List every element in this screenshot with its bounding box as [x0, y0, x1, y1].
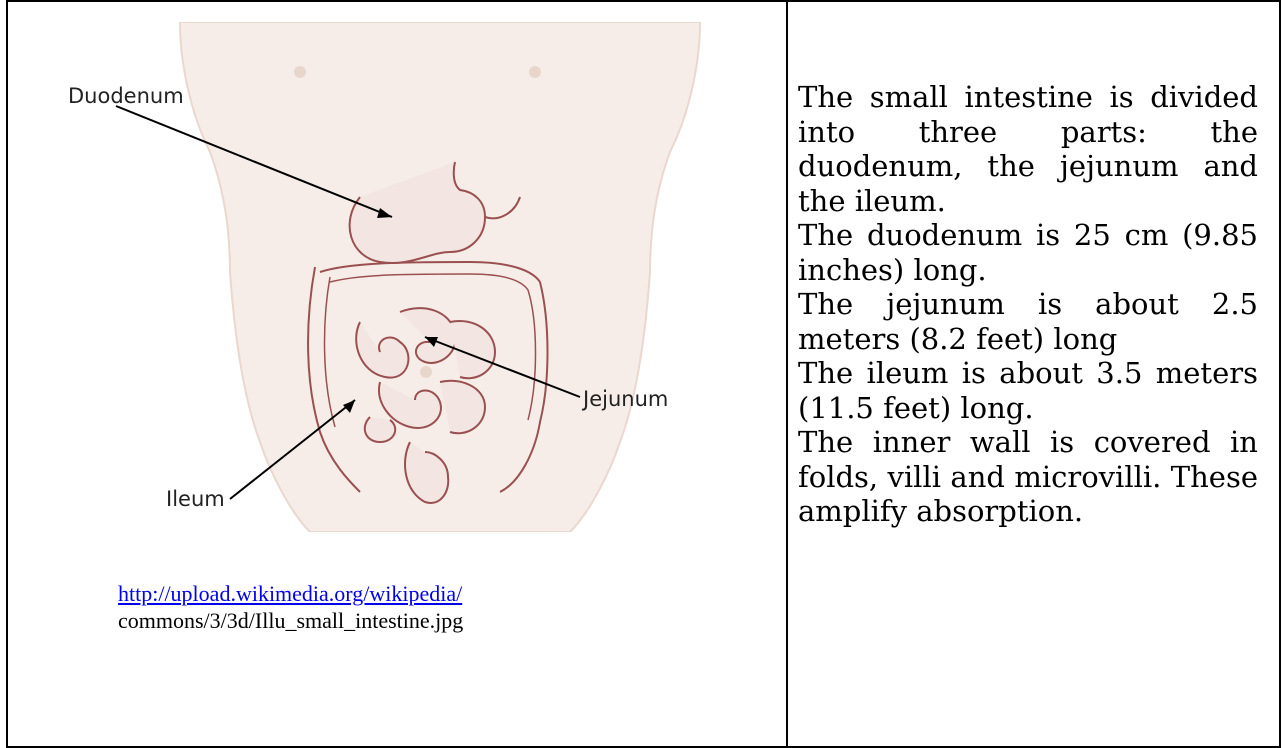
paragraph-parts: The small intestine is divided into thre… — [798, 80, 1258, 218]
figure-cell: Duodenum Jejunum Ileum http://upload.wik… — [7, 1, 787, 747]
intestine-illustration: Duodenum Jejunum Ileum — [30, 22, 730, 532]
description-text: The small intestine is divided into thre… — [798, 80, 1258, 529]
navel-mark — [420, 366, 432, 378]
layout-table: Duodenum Jejunum Ileum http://upload.wik… — [6, 0, 1281, 748]
paragraph-ileum-length: The ileum is about 3.5 meters (11.5 feet… — [798, 356, 1258, 425]
duodenum-label: Duodenum — [68, 84, 184, 108]
paragraph-duodenum-length: The duodenum is 25 cm (9.85 inches) long… — [798, 218, 1258, 287]
jejunum-label: Jejunum — [583, 387, 668, 411]
source-link[interactable]: http://upload.wikimedia.org/wikipedia/ — [118, 581, 462, 606]
text-cell: The small intestine is divided into thre… — [787, 1, 1280, 747]
paragraph-inner-wall: The inner wall is covered in folds, vill… — [798, 425, 1258, 529]
chest-left-mark — [294, 66, 306, 78]
paragraph-jejunum-length: The jejunum is about 2.5 meters (8.2 fee… — [798, 287, 1258, 356]
ileum-label: Ileum — [166, 487, 225, 511]
torso-silhouette — [180, 22, 700, 532]
image-source-caption: http://upload.wikimedia.org/wikipedia/ c… — [118, 580, 463, 634]
chest-right-mark — [529, 66, 541, 78]
source-path: commons/3/3d/Illu_small_intestine.jpg — [118, 608, 463, 633]
